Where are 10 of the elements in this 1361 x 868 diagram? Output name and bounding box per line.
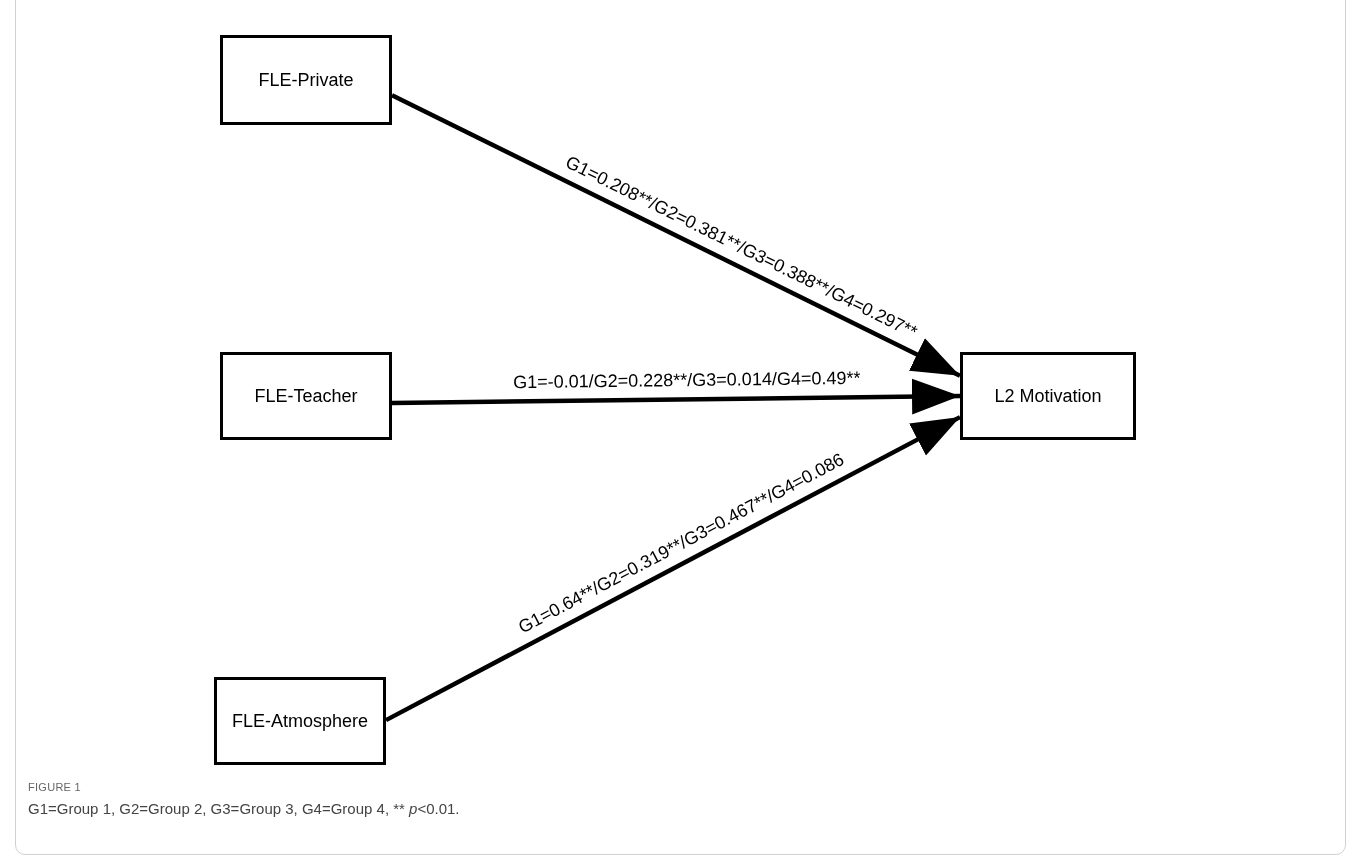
edge-label: G1=-0.01/G2=0.228**/G3=0.014/G4=0.49**	[513, 369, 861, 392]
arrow	[391, 378, 961, 415]
variable-box: FLE-Teacher	[220, 352, 392, 440]
figure-label: FIGURE 1	[28, 780, 82, 795]
arrow	[384, 415, 962, 723]
variable-box: FLE-Atmosphere	[214, 677, 386, 765]
caption: G1=Group 1, G2=Group 2, G3=Group 3, G4=Group 4, ** p<0.01.	[28, 798, 460, 819]
variable-box: FLE-Private	[220, 35, 392, 125]
variable-box: L2 Motivation	[960, 352, 1136, 440]
arrow	[391, 93, 961, 378]
